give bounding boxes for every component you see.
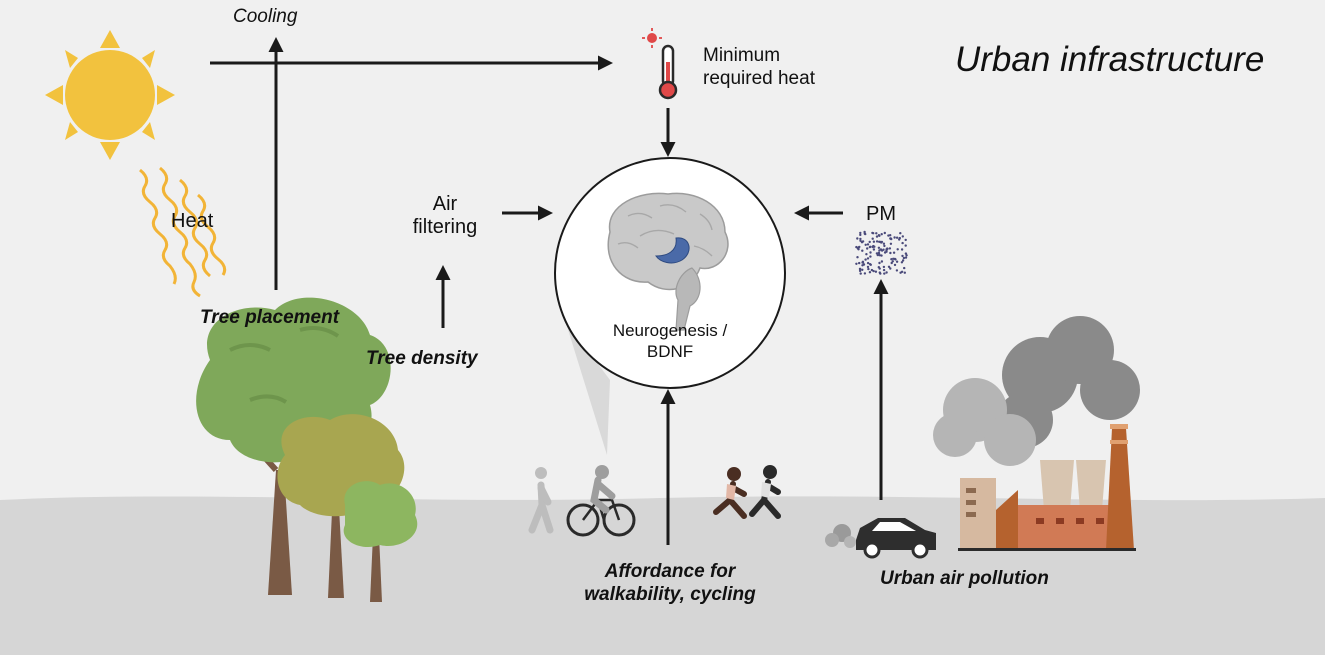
tree-small (343, 481, 418, 602)
label-affordance: Affordance for walkability, cycling (560, 560, 780, 606)
brain-icon (607, 192, 729, 331)
label-air-filtering: Air filtering (400, 193, 490, 239)
label-tree-placement: Tree placement (200, 307, 340, 328)
factory-icon (933, 316, 1140, 551)
particulate-matter-icon (855, 230, 908, 275)
label-heat: Heat (171, 210, 214, 232)
zoom-cone (565, 320, 610, 455)
walker-icon (528, 467, 554, 534)
label-afford-line2: walkability, cycling (584, 584, 756, 605)
sun-icon (45, 30, 175, 160)
page-title: Urban infrastructure (955, 40, 1265, 79)
label-minimum-line1: Minimum (703, 45, 781, 66)
arrows (210, 37, 889, 545)
label-urban-air-pollution: Urban air pollution (880, 568, 1049, 589)
label-tree-density: Tree density (366, 348, 478, 369)
label-cooling: Cooling (233, 6, 298, 27)
label-air-line2: filtering (412, 216, 478, 238)
thermometer-icon (642, 28, 678, 100)
label-minimum-line2: required heat (703, 68, 815, 89)
cyclist-icon (566, 465, 636, 537)
label-air-line1: Air (432, 193, 458, 215)
runners-icon (713, 465, 781, 519)
label-neuro-line2: BDNF (646, 342, 694, 361)
label-neurogenesis: Neurogenesis / BDNF (595, 320, 745, 362)
heat-waves-icon (139, 166, 227, 298)
label-afford-line1: Affordance for (604, 561, 736, 582)
label-pm: PM (866, 203, 896, 225)
car-icon (825, 518, 936, 559)
label-minimum-required-heat: Minimum required heat (703, 44, 815, 90)
label-neuro-line1: Neurogenesis / (612, 321, 728, 340)
